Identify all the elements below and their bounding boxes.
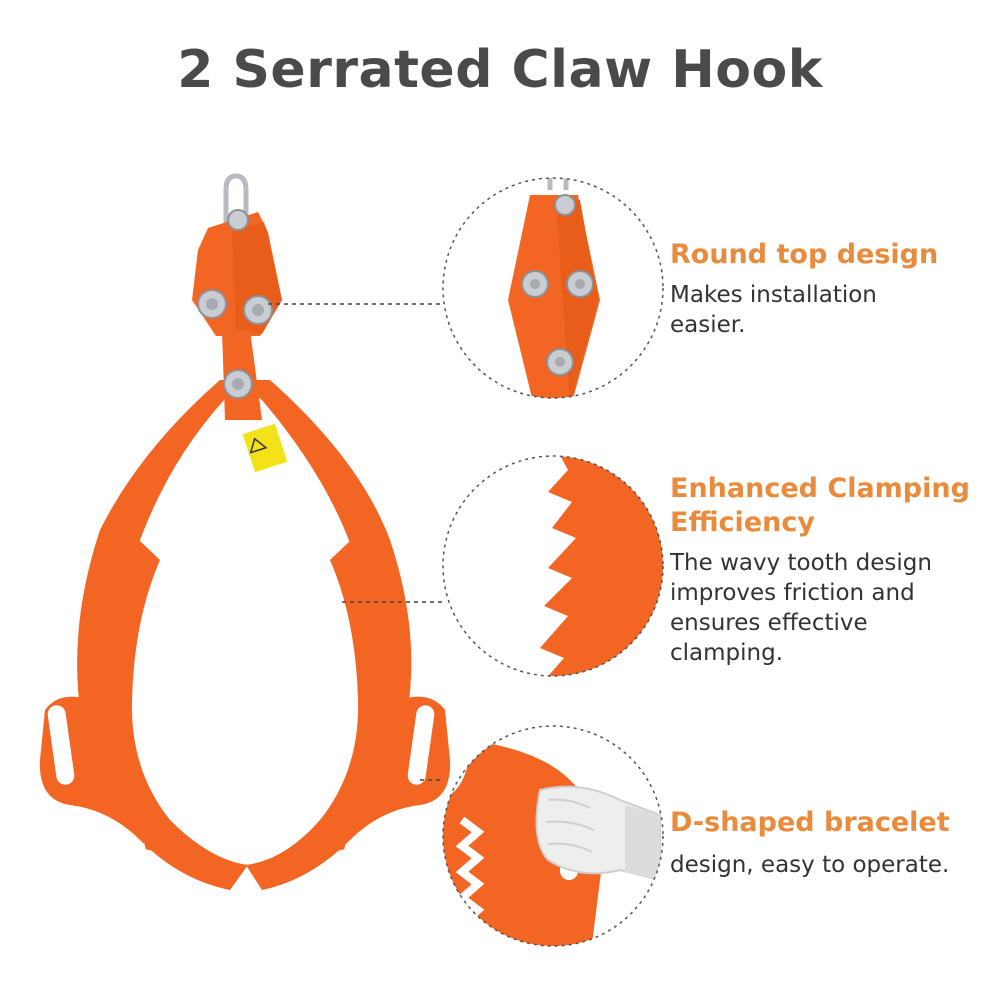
feature-clamping: Enhanced Clamping Efficiency The wavy to… (670, 472, 990, 668)
feature-bracelet: D-shaped bracelet design, easy to operat… (670, 806, 990, 880)
feature-heading: Enhanced Clamping Efficiency (670, 473, 970, 538)
feature-description: design, easy to operate. (670, 852, 950, 878)
detail-circle-round-top (442, 177, 664, 399)
feature-heading: Round top design (670, 239, 939, 270)
detail-circle-teeth (442, 455, 664, 677)
feature-description: Makes installation easier. (670, 282, 877, 338)
detail-circle-bracelet (442, 725, 664, 947)
page-title: 2 Serrated Claw Hook (177, 40, 823, 100)
feature-round-top: Round top design Makes installation easi… (670, 238, 990, 340)
feature-description: The wavy tooth design improves friction … (670, 550, 932, 666)
feature-heading: D-shaped bracelet (670, 807, 950, 838)
claw-hook-product (39, 173, 451, 890)
